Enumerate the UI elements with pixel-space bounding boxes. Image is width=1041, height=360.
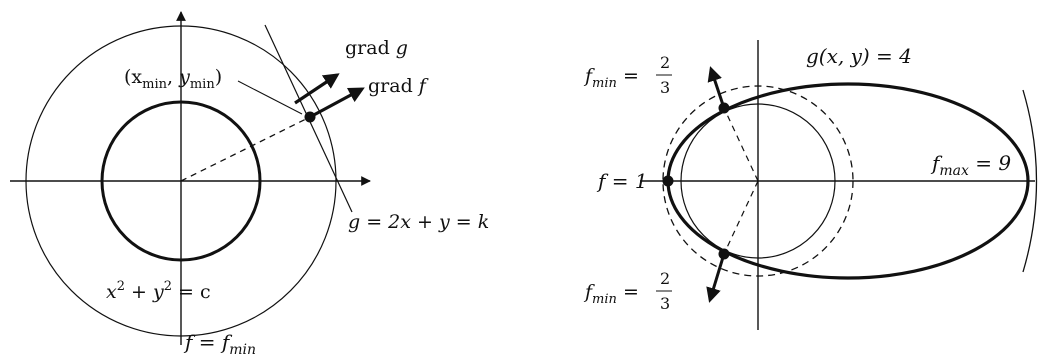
right-panel: g(x, y) = 4 fmin = 2 3 fmin = 2 3 f = 1 … <box>583 40 1038 330</box>
fmax-arc <box>1022 89 1038 273</box>
left-point-label: (xmin, ymin) <box>124 66 222 92</box>
svg-text:3: 3 <box>660 78 670 97</box>
f-equals-fmin-label: f = fmin <box>183 330 256 358</box>
right-dashed-top <box>723 107 759 182</box>
svg-text:fmin =: fmin = <box>583 281 639 307</box>
right-thin-circle <box>680 103 836 259</box>
constraint-label: g(x, y) = 4 <box>806 44 912 68</box>
f-equals-1-label: f = 1 <box>596 169 648 193</box>
tangent-line-label: g = 2x + y = k <box>348 211 489 233</box>
grad-f-arrow <box>309 87 365 119</box>
right-bottom-normal-arrow <box>706 253 726 303</box>
grad-g-label: grad g <box>345 37 408 59</box>
svg-text:2: 2 <box>660 53 670 72</box>
left-panel: (xmin, ymin) grad g grad f g = 2x + y = … <box>10 11 489 358</box>
svg-text:fmin =: fmin = <box>583 65 639 91</box>
grad-f-label: grad f <box>368 75 429 97</box>
svg-text:2: 2 <box>660 269 670 288</box>
left-point-leader <box>237 80 303 115</box>
fmin-bottom-label: fmin = 2 3 <box>583 269 672 313</box>
left-outer-circle <box>25 25 337 337</box>
right-bottom-point <box>718 248 730 260</box>
right-top-normal-arrow <box>707 66 726 109</box>
fmax-label: fmax = 9 <box>930 151 1011 179</box>
grad-g-arrow <box>294 73 340 105</box>
circle-equation-label: x2 + y2 = c <box>106 279 211 303</box>
right-dashed-circle <box>662 85 854 277</box>
left-inner-circle <box>100 100 262 262</box>
left-dashed-radius <box>180 116 311 182</box>
svg-text:3: 3 <box>660 294 670 313</box>
fmin-top-label: fmin = 2 3 <box>583 53 672 97</box>
right-dashed-bottom <box>723 180 759 255</box>
left-tangent-point <box>304 111 316 123</box>
right-left-point <box>662 175 674 187</box>
right-top-point <box>718 102 730 114</box>
